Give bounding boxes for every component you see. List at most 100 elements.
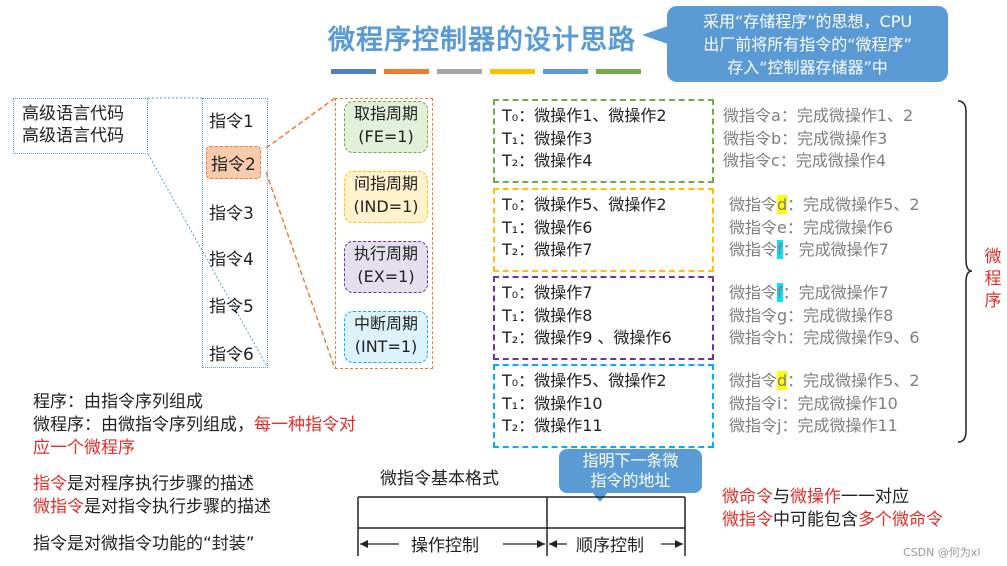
microprogram-label: 微 程 序 [983, 246, 1003, 312]
title-bar-segment [331, 69, 376, 74]
cycle-name: 中断周期 [353, 314, 418, 333]
seq-control-label: 顺序控制 [576, 536, 644, 556]
micro-instruction-id: h [777, 328, 788, 347]
machine-cycle-box: 取指周期 (FE=1) 间指周期 (IND=1) 执行周期 (EX=1) 中断周… [335, 98, 433, 369]
micro-instruction-prefix: 微指令 [729, 195, 778, 214]
cycle-indirect: 间指周期 (IND=1) [344, 171, 428, 223]
title-bar-segment [437, 69, 482, 74]
op-arrowhead-left [360, 540, 368, 548]
micro-instruction-line: 微指令a：完成微操作1、2 [723, 105, 913, 128]
cycle-name: 取指周期 [353, 104, 418, 123]
cycle-flag: (INT=1) [354, 337, 418, 356]
micro-instruction-desc: ：完成微操作7 [782, 283, 889, 302]
micro-instruction-line: 微指令f：完成微操作7 [729, 282, 920, 305]
cycle-name: 执行周期 [353, 244, 418, 263]
term-microinstruction: 微指令 [722, 510, 773, 530]
callout-line: 采用“存储程序”的思想，CPU [702, 12, 913, 31]
callout-tail [642, 26, 668, 44]
micro-instruction-prefix: 微指令 [729, 305, 778, 325]
micro-op-box-interrupt: T₀：微操作5、微操作2 T₁：微操作10 T₂：微操作11 [493, 364, 714, 448]
note-instruction: 指令是对程序执行步骤的描述 [33, 473, 254, 495]
micro-instruction-line: 微指令h：完成微操作9、6 [729, 327, 920, 350]
note-program: 程序：由指令序列组成 [33, 392, 203, 412]
connector-instr-bottom [265, 171, 336, 370]
micro-instruction-prefix: 微指令 [729, 217, 778, 237]
title-bar-segment [543, 69, 588, 74]
high-level-line: 高级语言代码 [22, 104, 124, 124]
micro-instruction-id: i [777, 393, 782, 413]
page-title: 微程序控制器的设计思路 [328, 25, 636, 56]
title-bar-segment [384, 69, 429, 74]
micro-op-line: T₂：微操作7 [502, 240, 593, 259]
micro-instruction-desc: ：完成微操作10 [781, 393, 898, 413]
note-microprogram-emphasis: 每一种指令对 [254, 415, 356, 435]
micro-instruction-line: 微指令f：完成微操作7 [729, 239, 920, 262]
micro-instruction-id: c [771, 151, 780, 170]
cycle-fetch: 取指周期 (FE=1) [344, 101, 428, 153]
term-microoperation: 微操作 [790, 487, 841, 507]
micro-instruction-id: j [777, 416, 782, 435]
text-and: 与 [773, 487, 790, 507]
micro-instruction-line: 微指令c：完成微操作4 [723, 150, 913, 173]
note-microprogram-text: 微程序：由微指令序列组成， [33, 415, 254, 435]
title-bar-segment [490, 69, 535, 74]
micro-op-line: T₁：微操作6 [502, 217, 593, 237]
note-microprogram-cont: 应一个微程序 [33, 438, 135, 458]
micro-instruction-id: e [777, 217, 787, 237]
next-address-line: 指明下一条微 [582, 451, 679, 470]
text-one-to-one: 一一对应 [841, 487, 909, 507]
instruction-item: 指令1 [209, 112, 254, 132]
text-may-contain: 中可能包含 [773, 510, 858, 530]
micro-op-line: T₀：微操作7 [502, 283, 593, 302]
instruction-list: 指令1 指令2 指令3 指令4 指令5 指令6 [202, 98, 268, 368]
micro-op-box-execute: T₀：微操作7 T₁：微操作8 T₂：微操作9 、微操作6 [493, 276, 714, 360]
title-bar-segment [596, 69, 641, 74]
high-level-code-box: 高级语言代码 高级语言代码 [13, 98, 148, 154]
note-microinstr-contains: 微指令中可能包含多个微命令 [722, 509, 943, 531]
microprogram-char: 微 [984, 247, 1002, 267]
micro-instruction-desc: ：完成微操作5、2 [787, 195, 920, 214]
micro-instruction-line: 微指令b：完成微操作3 [723, 128, 913, 151]
micro-instruction-id: f [777, 240, 783, 259]
micro-instruction-desc: ：完成微操作5、2 [787, 371, 920, 390]
micro-op-line: T₂：微操作9 、微操作6 [502, 328, 672, 347]
micro-instruction-desc: ：完成微操作7 [782, 240, 889, 259]
callout-line: 出厂前将所有指令的“微程序” [703, 35, 912, 54]
op-control-label: 操作控制 [411, 536, 479, 556]
format-diagram [357, 496, 686, 556]
micro-op-line: T₁：微操作8 [502, 305, 593, 325]
connector-hl-bottom [147, 153, 269, 369]
micro-op-line: T₀：微操作5、微操作2 [502, 195, 667, 214]
seq-arrowhead-right [675, 540, 683, 548]
micro-instruction-id: a [771, 106, 781, 125]
seq-arrowhead-left [549, 540, 557, 548]
micro-instruction-line: 微指令e：完成微操作6 [729, 217, 920, 240]
micro-instruction-id: f [777, 283, 783, 302]
instruction-item: 指令3 [209, 204, 254, 224]
micro-instruction-prefix: 微指令 [729, 393, 778, 413]
micro-instruction-prefix: 微指令 [729, 371, 778, 390]
cycle-execute: 执行周期 (EX=1) [344, 241, 428, 293]
instruction-item-selected: 指令2 [206, 146, 261, 179]
micro-op-box-fetch: T₀：微操作1、微操作2 T₁：微操作3 T₂：微操作4 [493, 99, 714, 183]
micro-instruction-id: d [777, 371, 788, 390]
note-microinstruction: 微指令是对指令执行步骤的描述 [33, 496, 271, 518]
next-address-callout: 指明下一条微 指令的地址 [559, 449, 702, 493]
micro-op-line: T₀：微操作5、微操作2 [502, 371, 667, 390]
term-microcommand: 微命令 [722, 487, 773, 507]
instruction-item: 指令6 [209, 345, 254, 365]
micro-instruction-line: 微指令g：完成微操作8 [729, 305, 920, 328]
high-level-line: 高级语言代码 [22, 126, 124, 146]
micro-op-line: T₂：微操作11 [502, 416, 603, 435]
micro-instruction-id: d [777, 195, 788, 214]
microprogram-char: 序 [984, 291, 1002, 311]
micro-instruction-line: 微指令j：完成微操作11 [729, 415, 920, 438]
note-microinstruction-term: 微指令 [33, 497, 84, 517]
micro-instruction-desc: ：完成微操作3 [781, 128, 888, 148]
instruction-item: 指令4 [209, 250, 254, 270]
note-microprogram: 微程序：由微指令序列组成，每一种指令对 [33, 414, 356, 436]
micro-instruction-line: 微指令d：完成微操作5、2 [729, 194, 920, 217]
micro-op-line: T₁：微操作10 [502, 393, 603, 413]
